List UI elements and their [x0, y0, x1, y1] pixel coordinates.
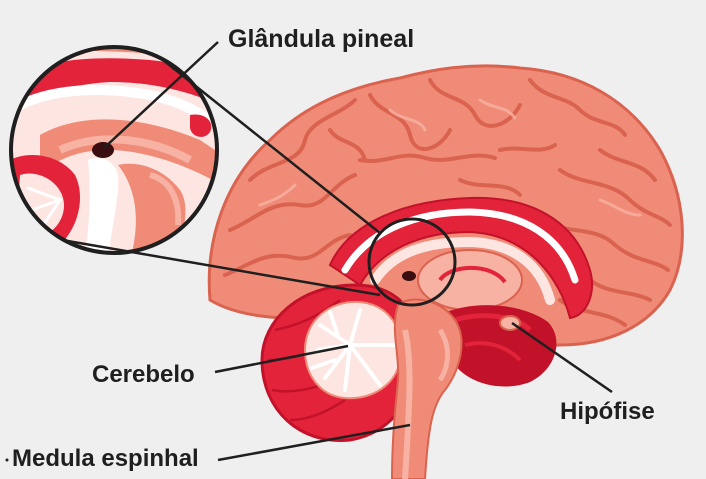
label-pituitary: Hipófise — [560, 398, 655, 425]
label-spinal-cord: Medula espinhal — [12, 445, 199, 472]
label-cerebellum: Cerebelo — [92, 361, 195, 388]
pineal-gland-dot — [402, 271, 416, 281]
focus-circle — [367, 217, 457, 307]
cerebrum — [207, 64, 684, 347]
zoom-magnifier — [9, 45, 219, 255]
hypothalamus-region — [440, 305, 557, 387]
label-pineal-gland: Glândula pineal — [228, 25, 415, 53]
pineal-gland-zoom — [92, 142, 114, 158]
leader-lines — [103, 41, 613, 462]
brainstem — [390, 271, 463, 479]
connector-lines — [61, 59, 381, 297]
